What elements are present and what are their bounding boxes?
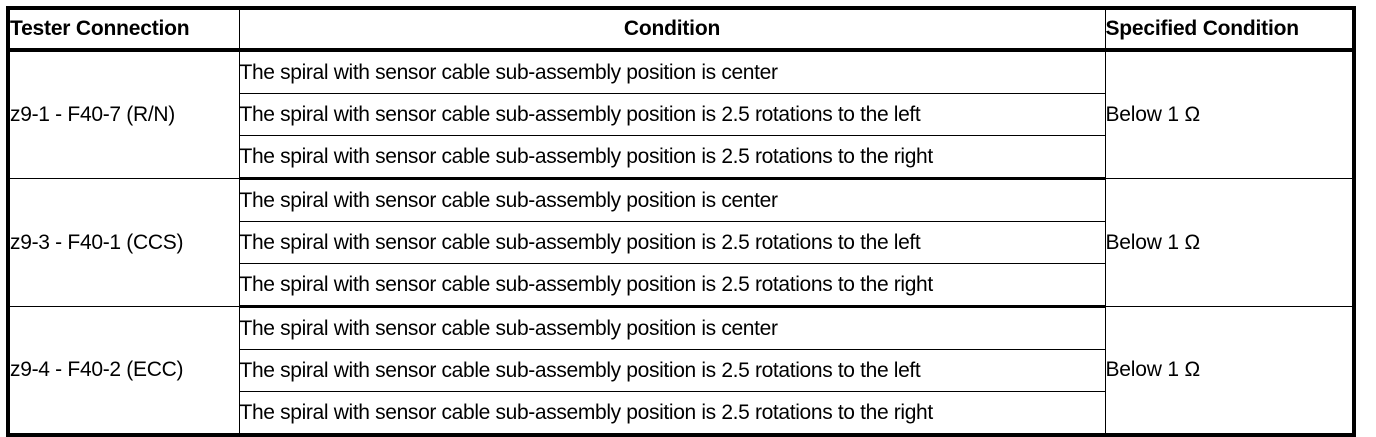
specified-condition-cell: Below 1 Ω [1104, 306, 1355, 436]
tester-connection-cell: z9-1 - F40-7 (R/N) [7, 49, 240, 179]
table-row: The spiral with sensor cable sub-assembl… [8, 93, 1354, 136]
condition-cell: The spiral with sensor cable sub-assembl… [238, 305, 1106, 350]
condition-cell: The spiral with sensor cable sub-assembl… [238, 135, 1106, 180]
table-row: The spiral with sensor cable sub-assembl… [8, 391, 1354, 437]
condition-cell: The spiral with sensor cable sub-assembl… [238, 93, 1106, 136]
column-header-tester-connection: Tester Connection [7, 7, 240, 52]
table-body: z9-1 - F40-7 (R/N) The spiral with senso… [7, 48, 1355, 437]
table-row: The spiral with sensor cable sub-assembl… [8, 263, 1354, 308]
specification-table: Tester Connection Condition Specified Co… [6, 6, 1356, 437]
condition-cell: The spiral with sensor cable sub-assembl… [238, 349, 1106, 392]
column-header-specified-condition: Specified Condition [1104, 7, 1355, 52]
tester-connection-cell: z9-3 - F40-1 (CCS) [7, 178, 240, 307]
table-row: z9-4 - F40-2 (ECC) The spiral with senso… [7, 305, 1355, 436]
table-row: The spiral with sensor cable sub-assembl… [8, 349, 1354, 392]
table-row: z9-1 - F40-7 (R/N) The spiral with senso… [7, 48, 1355, 179]
table-header: Tester Connection Condition Specified Co… [7, 7, 1355, 52]
specified-condition-cell: Below 1 Ω [1104, 178, 1355, 307]
column-header-condition: Condition [238, 7, 1106, 52]
condition-cell: The spiral with sensor cable sub-assembl… [238, 391, 1106, 437]
condition-cell: The spiral with sensor cable sub-assembl… [238, 177, 1106, 222]
tester-connection-cell: z9-4 - F40-2 (ECC) [7, 306, 240, 436]
condition-cell: The spiral with sensor cable sub-assembl… [238, 48, 1106, 94]
table-header-row: Tester Connection Condition Specified Co… [7, 7, 1355, 52]
table-row: z9-3 - F40-1 (CCS) The spiral with senso… [7, 177, 1355, 307]
table-row: The spiral with sensor cable sub-assembl… [8, 135, 1354, 180]
condition-cell: The spiral with sensor cable sub-assembl… [238, 263, 1106, 308]
specified-condition-cell: Below 1 Ω [1104, 49, 1355, 179]
condition-cell: The spiral with sensor cable sub-assembl… [238, 221, 1106, 264]
